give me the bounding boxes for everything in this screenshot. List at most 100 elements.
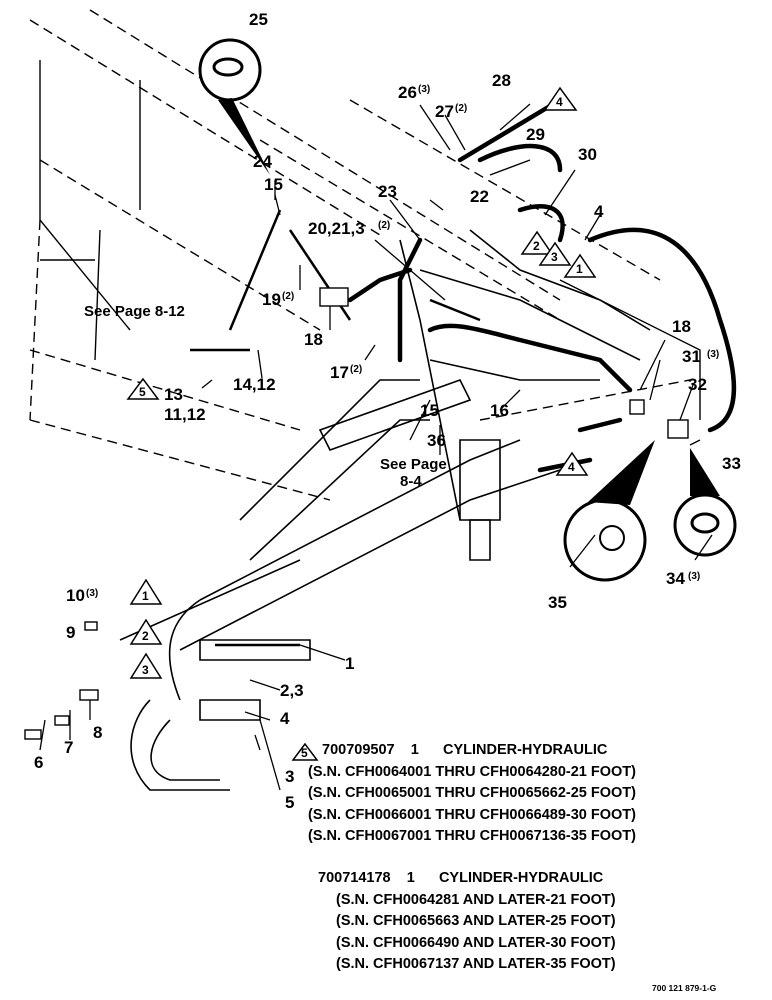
part-number: 700709507 — [322, 742, 395, 758]
bearing-icon — [599, 525, 625, 551]
callout-18-left: 18 — [304, 330, 323, 349]
serial-range: (S.N. CFH0064001 THRU CFH0064280-21 FOOT… — [308, 763, 636, 780]
callout-10: 10 — [66, 586, 85, 605]
serial-range: (S.N. CFH0067001 THRU CFH0067136-35 FOOT… — [308, 828, 636, 844]
parts-list-group-1: 700709507 1 CYLINDER-HYDRAULIC (S.N. CFH… — [290, 740, 636, 848]
parts-row-2: 700714178 1 CYLINDER-HYDRAULIC — [318, 868, 616, 890]
callout-4-top: 4 — [594, 202, 604, 221]
triangle-label-4-bottom: 4 — [568, 460, 575, 474]
serial-range: (S.N. CFH0065001 THRU CFH0065662-25 FOOT… — [308, 785, 636, 801]
triangle-label-5-parts: 5 — [301, 746, 308, 760]
part-description: CYLINDER-HYDRAULIC — [438, 870, 604, 886]
o-ring-icon — [690, 512, 720, 534]
callout-23: 23 — [378, 182, 397, 201]
note-triangle-1 — [563, 253, 597, 278]
callout-5: 5 — [285, 793, 294, 812]
fittings — [24, 287, 689, 740]
callout-25: 25 — [249, 10, 268, 29]
part-description: CYLINDER-HYDRAULIC — [442, 742, 608, 758]
callout-34-qty: (3) — [688, 571, 700, 582]
triangle-label-1-left: 1 — [142, 589, 149, 603]
callout-15-mid: 15 — [420, 401, 439, 420]
callout-6: 6 — [34, 753, 43, 772]
hydraulic-hoses — [347, 97, 737, 473]
callout-30: 30 — [578, 145, 597, 164]
callout-19: 19 — [262, 290, 281, 309]
callout-2-3: 2,3 — [280, 681, 304, 700]
callout-28: 28 — [492, 71, 511, 90]
callout-26-qty: (3) — [418, 84, 430, 95]
callout-18-right: 18 — [672, 317, 691, 336]
serial-range: (S.N. CFH0064281 AND LATER-21 FOOT) — [336, 891, 616, 908]
note-triangle-3 — [538, 241, 572, 266]
part-number: 700714178 — [318, 870, 391, 886]
main-frame-body — [119, 229, 651, 791]
callout-31: 31 — [682, 347, 701, 366]
callout-27-qty: (2) — [455, 103, 467, 114]
see-page-8-4-note-line2: 8-4 — [400, 473, 422, 490]
o-ring-icon — [212, 57, 244, 77]
serial-range: (S.N. CFH0065663 AND LATER-25 FOOT) — [336, 913, 616, 929]
note-triangle-5-parts — [291, 742, 319, 761]
callout-14-12: 14,12 — [233, 375, 276, 394]
note-triangle-4-bottom — [555, 451, 589, 476]
parts-list-group-2: 700714178 1 CYLINDER-HYDRAULIC (S.N. CFH… — [318, 868, 616, 976]
see-page-8-4-note-line1: See Page — [380, 456, 447, 473]
callout-34: 34 — [666, 569, 685, 588]
callout-9: 9 — [66, 623, 75, 642]
triangle-label-1: 1 — [576, 262, 583, 276]
callout-3: 3 — [285, 767, 294, 786]
callout-19-qty: (2) — [282, 291, 294, 302]
callout-20-21-3: 20,21,3 — [308, 219, 365, 238]
drawing-number: 700 121 879-1-G — [652, 983, 717, 993]
note-triangle-2 — [520, 230, 554, 255]
note-triangle-5 — [126, 377, 160, 400]
serial-range: (S.N. CFH0066490 AND LATER-30 FOOT) — [336, 934, 616, 951]
callout-7: 7 — [64, 738, 73, 757]
callout-36: 36 — [427, 431, 446, 450]
note-triangle-3-left — [129, 652, 163, 679]
triangle-label-5: 5 — [139, 385, 146, 399]
serial-range: (S.N. CFH0067137 AND LATER-35 FOOT) — [336, 956, 616, 972]
leader-lines — [39, 103, 713, 791]
callout-17: 17 — [330, 363, 349, 382]
callout-17-qty: (2) — [350, 364, 362, 375]
part-qty: 1 — [406, 870, 415, 886]
callout-16: 16 — [490, 401, 509, 420]
callout-26: 26 — [398, 83, 417, 102]
inset-callouts — [198, 38, 737, 582]
o-ring-inset-top — [198, 38, 262, 102]
triangle-label-3-left: 3 — [142, 663, 149, 677]
callout-20-21-3-qty: (2) — [378, 220, 390, 231]
callout-1: 1 — [345, 654, 354, 673]
callout-15-top: 15 — [264, 175, 283, 194]
callout-32: 32 — [688, 375, 707, 394]
callout-27: 27 — [435, 102, 454, 121]
triangle-label-2-left: 2 — [142, 629, 149, 643]
parts-row-1: 700709507 1 CYLINDER-HYDRAULIC — [290, 740, 636, 762]
callout-11-12: 11,12 — [164, 405, 206, 424]
note-triangle-1-left — [129, 578, 163, 605]
bearing-inset — [563, 498, 647, 582]
callout-33: 33 — [722, 454, 741, 473]
see-page-8-12-note: See Page 8-12 — [84, 303, 185, 320]
callout-10-qty: (3) — [86, 588, 98, 599]
triangle-label-4-top: 4 — [556, 95, 563, 109]
note-triangles — [126, 86, 597, 761]
callout-35: 35 — [548, 593, 567, 612]
triangle-label-3: 3 — [551, 250, 558, 264]
note-triangle-2-left — [129, 618, 163, 645]
callout-4-bottom: 4 — [280, 709, 290, 728]
callout-8: 8 — [93, 723, 102, 742]
serial-range: (S.N. CFH0066001 THRU CFH0066489-30 FOOT… — [308, 806, 636, 823]
callout-13: 13 — [164, 385, 183, 404]
note-triangle-4-top — [543, 86, 578, 111]
callout-24: 24 — [253, 152, 272, 171]
frame-outline — [29, 9, 701, 501]
triangle-label-2: 2 — [533, 239, 540, 253]
callout-22: 22 — [470, 187, 489, 206]
callout-29: 29 — [526, 125, 545, 144]
part-qty: 1 — [410, 742, 419, 758]
